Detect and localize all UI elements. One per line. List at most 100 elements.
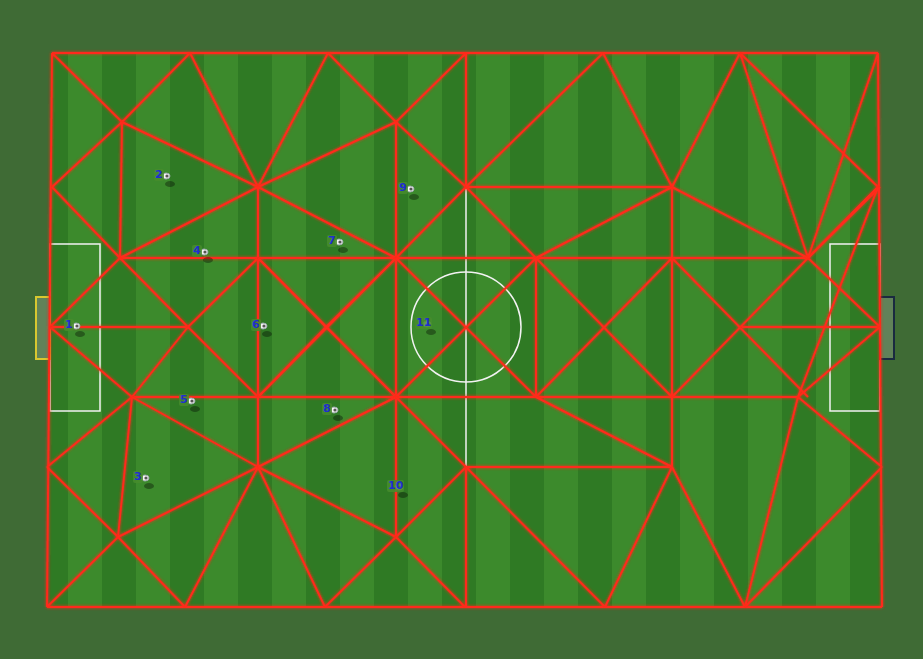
triangulation-line xyxy=(120,258,188,327)
triangulation-line xyxy=(672,258,808,397)
triangulation-line xyxy=(185,467,258,607)
triangulation-line xyxy=(47,397,132,467)
triangulation-line xyxy=(808,53,878,258)
triangulation-line xyxy=(118,467,258,537)
triangulation-line xyxy=(395,122,397,537)
triangulation-line xyxy=(258,467,325,607)
player-figure xyxy=(335,239,348,253)
player-number: 8 xyxy=(322,403,332,415)
triangulation-line xyxy=(671,187,673,467)
triangulation-lines xyxy=(47,53,882,607)
player-figure xyxy=(141,475,154,489)
triangulation-line xyxy=(672,187,808,258)
triangulation-line xyxy=(120,257,808,259)
triangulation-line xyxy=(396,187,466,258)
player-number: 4 xyxy=(192,245,202,257)
triangulation-line xyxy=(466,467,605,607)
triangulation-line xyxy=(396,537,465,607)
triangulation-line xyxy=(466,466,672,468)
triangulation-line xyxy=(258,397,396,467)
pitch-grass xyxy=(50,53,880,607)
player-number: 2 xyxy=(154,169,164,181)
triangulation-line xyxy=(120,122,122,258)
triangulation-line xyxy=(258,467,396,537)
triangulation-line xyxy=(258,53,328,187)
triangulation-line xyxy=(47,53,52,607)
triangulation-line xyxy=(132,396,798,398)
player-figure xyxy=(72,323,85,337)
triangulation-line xyxy=(466,187,536,258)
triangulation-line xyxy=(52,187,120,258)
triangulation-line xyxy=(672,258,808,397)
triangulation-line xyxy=(740,53,878,187)
triangulation-line xyxy=(465,53,467,187)
triangulation-line xyxy=(878,53,882,607)
player-figure xyxy=(259,323,272,337)
triangulation-line xyxy=(122,122,258,187)
player-figure xyxy=(187,398,200,412)
player-figure xyxy=(330,407,343,421)
triangulation-line xyxy=(325,537,396,607)
triangulation-line xyxy=(798,187,878,397)
triangulation-line xyxy=(396,258,536,397)
player-number: 9 xyxy=(398,182,408,194)
triangulation-line xyxy=(190,53,258,187)
player-number: 6 xyxy=(251,319,261,331)
player-number: 3 xyxy=(133,471,143,483)
triangulation-line xyxy=(52,122,122,187)
triangulation-line xyxy=(396,53,466,122)
triangulation-line xyxy=(465,467,467,607)
triangulation-line xyxy=(536,397,672,467)
triangulation-line xyxy=(396,258,536,397)
triangulation-line xyxy=(328,53,396,122)
triangulation-line xyxy=(536,187,672,258)
triangulation-line xyxy=(536,258,672,397)
triangulation-line xyxy=(120,187,258,258)
triangulation-line xyxy=(396,397,466,467)
triangulation-line xyxy=(122,53,190,122)
triangulation-line xyxy=(808,187,880,258)
triangulation-line xyxy=(258,258,396,397)
triangulation-line xyxy=(396,122,466,187)
player-number: 1 xyxy=(64,319,74,331)
triangulation-line xyxy=(132,327,188,397)
player-figure xyxy=(162,173,175,187)
triangulation-line xyxy=(536,258,672,397)
player-figure xyxy=(200,249,213,263)
triangulation-line xyxy=(798,397,882,467)
player-number: 5 xyxy=(179,394,189,406)
triangulation-line xyxy=(52,53,122,122)
triangulation-line xyxy=(605,467,672,607)
triangulation-line xyxy=(188,327,258,397)
player-number: 11 xyxy=(415,317,432,329)
triangulation-line xyxy=(188,258,258,327)
triangulation-line xyxy=(258,258,396,397)
pitch-markings xyxy=(50,187,880,467)
triangulation-line xyxy=(672,467,745,607)
player-figure xyxy=(406,186,419,200)
triangulation-line xyxy=(50,258,120,327)
triangulation-line xyxy=(258,122,396,187)
triangulation-line xyxy=(257,397,259,467)
triangulation-line xyxy=(808,258,880,327)
triangulation-line xyxy=(47,467,118,537)
triangulation-line xyxy=(50,327,132,397)
triangulation-line xyxy=(742,326,880,328)
triangulation-line xyxy=(132,397,258,467)
triangulation-line xyxy=(603,53,672,187)
triangulation-line xyxy=(745,397,798,607)
player-number: 10 xyxy=(387,480,404,492)
triangulation-line xyxy=(118,397,132,537)
triangulation-line xyxy=(47,537,118,607)
triangulation-line xyxy=(466,53,603,187)
triangulation-line xyxy=(396,467,466,537)
triangulation-line xyxy=(535,258,537,397)
triangulation-line xyxy=(258,187,396,258)
triangulation-line xyxy=(118,537,185,607)
triangulation-line xyxy=(466,186,672,188)
player-figures xyxy=(72,173,436,498)
player-number: 7 xyxy=(327,235,337,247)
triangulation-line xyxy=(672,53,740,187)
